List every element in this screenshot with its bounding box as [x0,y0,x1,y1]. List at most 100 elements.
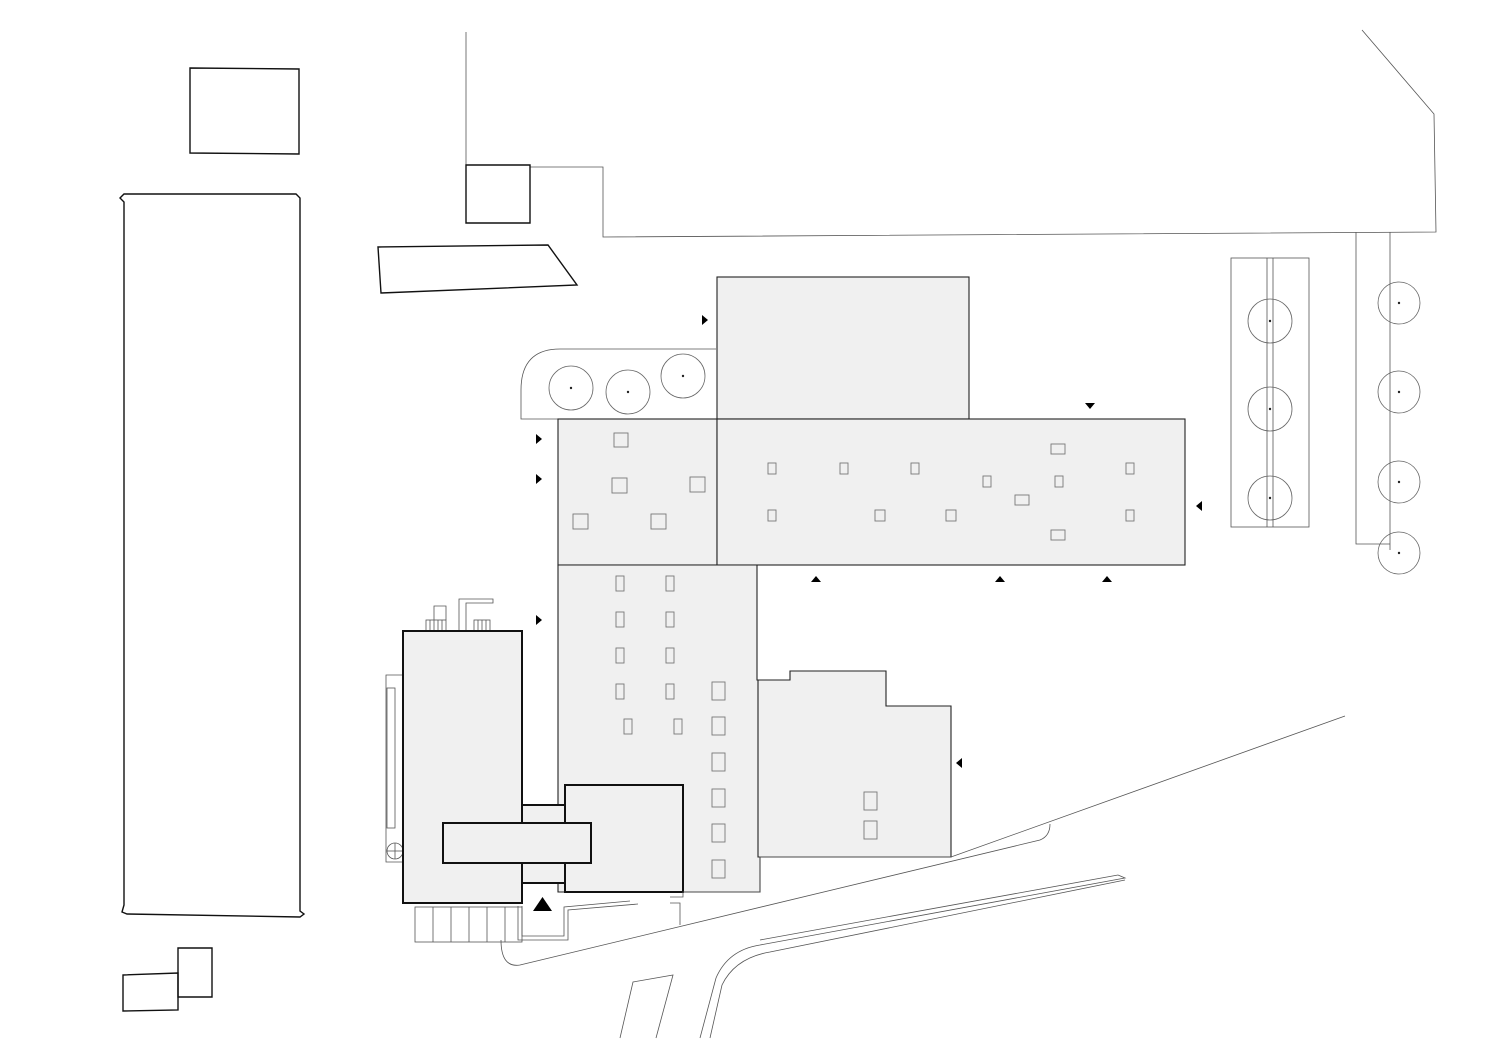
tree-trunk [1397,480,1401,484]
tree [1377,531,1421,575]
skylight [615,575,625,592]
tree [1377,460,1421,504]
south-stair-outline [414,906,523,943]
road-edge-north [683,715,1346,893]
entrance-arrow-east [702,315,708,325]
skylight [615,647,625,664]
skylight [711,788,726,808]
stair-tower-outline [458,598,494,631]
main-entrance-arrow [533,897,552,911]
north-east-boundary-line [530,29,1437,238]
skylight [572,513,589,530]
skylight [665,575,675,592]
entrance-arrow-north [811,576,821,582]
tree-canopy [548,365,594,411]
skylight [767,509,777,522]
tree-trunk [681,374,685,378]
tree-canopy [1377,370,1421,414]
tree [1247,386,1293,432]
skylight [1050,529,1066,541]
entrance-ramp-inner [521,900,631,937]
skylight [650,513,667,530]
east-tree-row-boundary [1355,232,1390,545]
neighbour-building-small-square [465,164,531,224]
street-curb-east [709,879,1126,1039]
neighbour-building-south-a [177,947,213,998]
skylight [982,475,992,488]
skylights [572,432,1135,879]
south-stair [414,906,523,943]
tree-canopy [1377,460,1421,504]
entrance-arrow-east [536,474,542,484]
entrance-arrow-west [956,758,962,768]
tree-trunk [626,390,630,394]
roof-stair-landing [433,605,447,620]
tree-canopy [1247,475,1293,521]
entrance-markers [533,315,1202,911]
skylight [910,462,920,475]
skylight [615,611,625,628]
tree-row-planter [1230,257,1310,528]
tree [1377,281,1421,325]
skylight [711,823,726,843]
tree [605,369,651,415]
entrance-ramp-edge [670,902,681,925]
entrance-arrow-east [536,434,542,444]
tree-canopy [1377,531,1421,575]
skylight [767,462,777,475]
tree-trunk [569,386,573,390]
tree-canopy [660,353,706,399]
tree-trunk [1397,390,1401,394]
skylight [711,716,726,736]
skylight [1014,494,1030,506]
tree-trunk [1268,407,1272,411]
tree-canopy [1377,281,1421,325]
skylight [1050,443,1066,455]
street-curb-west [759,874,1119,941]
skylight [615,683,625,700]
skylight [665,683,675,700]
skylight [665,647,675,664]
main-building-complex [557,276,1186,893]
skylight [1125,462,1135,475]
skylight [945,509,957,522]
skylight [665,611,675,628]
roof-stair-west [425,619,447,632]
skylight [839,462,849,475]
neighbour-building-north-west [189,67,300,155]
street-curb-west [699,874,1127,1039]
tree [1247,475,1293,521]
entrance-ramp-edge [670,892,684,898]
tree-canopy [605,369,651,415]
skylight [673,718,683,735]
west-terrace-inner [386,687,396,829]
neighbour-long-building [119,193,306,918]
pedestrian-path [619,974,674,1039]
tree-planter-curve [520,348,716,420]
site-boundary-lines [465,29,1437,550]
entrance-ramp-outline [517,903,639,941]
skylight [711,681,726,701]
skylight [863,820,878,840]
tree [1247,298,1293,344]
roads [500,715,1346,1039]
skylight [1125,509,1135,522]
entrance-arrow-west [1196,501,1202,511]
tree [1377,370,1421,414]
tree-trunk [1268,496,1272,500]
neighbour-building-south-b [122,972,179,1012]
skylight [689,476,706,493]
skylight [613,432,629,448]
entrance-arrow-south [1085,403,1095,409]
tree-trunk [1397,301,1401,305]
new-building [385,598,684,943]
tree-trunk [1268,319,1272,323]
bridge-block [442,822,592,864]
neighbour-building-trapezoid [377,244,579,294]
skylight [711,752,726,772]
entrance-arrow-north [995,576,1005,582]
tree [660,353,706,399]
planter-bed [1230,257,1310,528]
north-hall [716,276,970,420]
skylight [711,859,726,879]
